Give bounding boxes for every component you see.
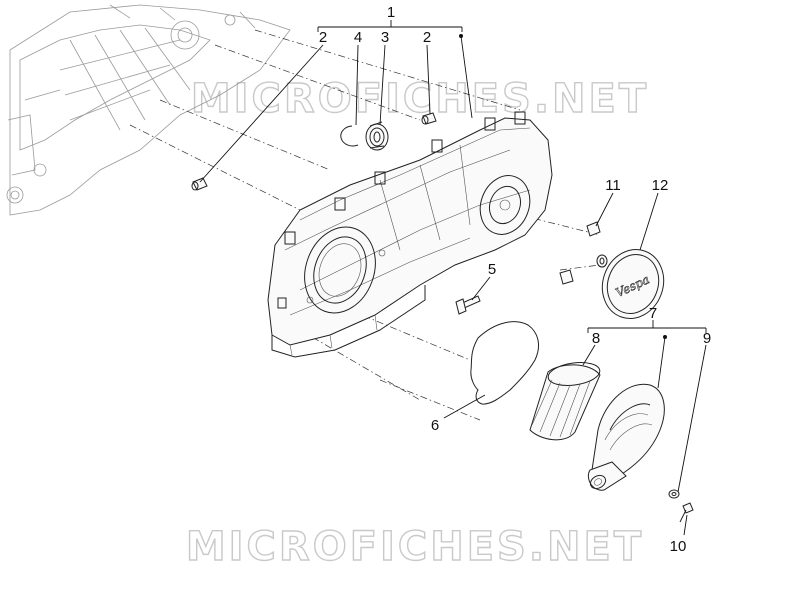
callout-12: 12	[652, 177, 669, 194]
callout-6: 6	[431, 417, 439, 434]
watermark-top: MICROFICHES.NET	[191, 76, 649, 122]
callout-9: 9	[703, 330, 711, 347]
transmission-cover	[267, 111, 553, 358]
dowel-pin-left	[191, 177, 208, 191]
gasket	[470, 321, 539, 405]
callout-2b: 2	[423, 29, 431, 46]
callout-1: 1	[387, 4, 395, 21]
bolt	[455, 295, 481, 315]
engine-crankcase	[6, 4, 291, 216]
vespa-badge: Vespa	[601, 249, 665, 319]
callout-4: 4	[354, 29, 362, 46]
filter-cover	[587, 383, 665, 491]
watermark-bottom: MICROFICHES.NET	[186, 524, 644, 570]
assembly-axis-lines	[129, 29, 601, 421]
air-filter-element	[529, 362, 601, 441]
callout-10: 10	[670, 538, 687, 555]
callout-7: 7	[649, 305, 657, 322]
callout-3: 3	[381, 29, 389, 46]
rubber-grommet-top	[586, 221, 601, 237]
rubber-grommet-bottom	[559, 269, 574, 285]
circlip	[340, 125, 359, 147]
callout-labels: 1 2 4 3 2 11 12 5 7 8 9 6 10	[319, 4, 711, 555]
callout-2a: 2	[319, 29, 327, 46]
bearing	[365, 121, 389, 151]
washer	[668, 489, 680, 499]
screw	[679, 502, 694, 523]
callout-5: 5	[488, 261, 496, 278]
rubber-grommet-middle	[596, 254, 608, 268]
callout-11: 11	[605, 177, 621, 194]
dowel-pin-right	[421, 112, 437, 125]
callout-8: 8	[592, 330, 600, 347]
leader-lines	[199, 20, 707, 536]
